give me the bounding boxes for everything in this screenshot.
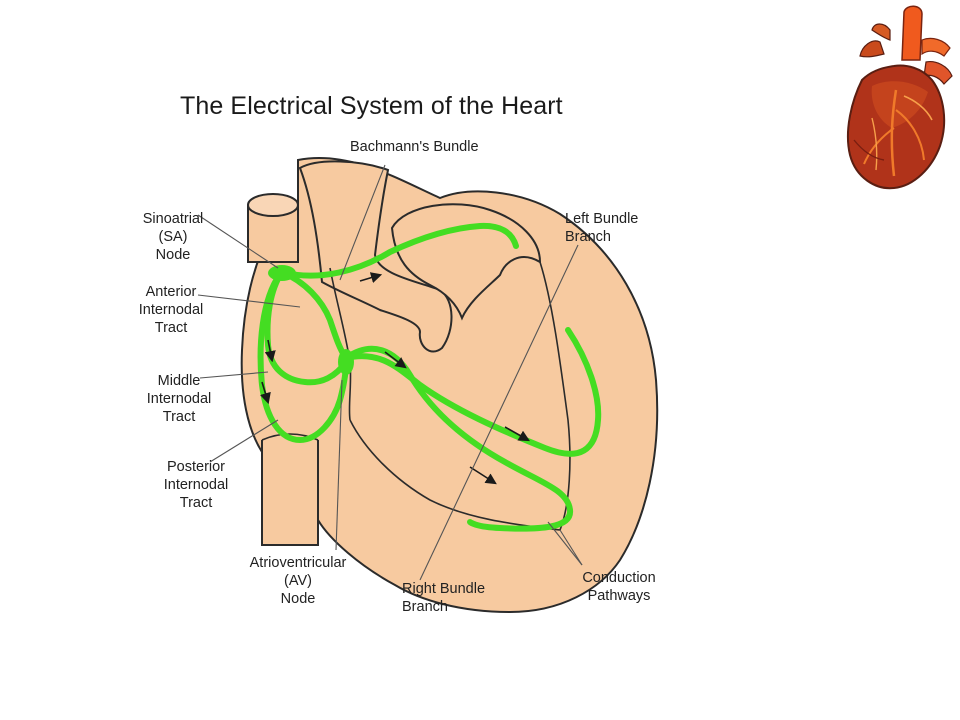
label-sa-node: Sinoatrial (SA) Node	[142, 211, 204, 263]
conduction-system	[257, 222, 602, 532]
leader-bachmann	[339, 164, 386, 281]
arrow-left-bundle	[504, 426, 530, 442]
leader-conduction-b	[559, 529, 583, 566]
vena-cava-opening	[247, 193, 299, 217]
anatomical-heart-icon	[846, 5, 953, 190]
anterior-tract-path	[279, 269, 349, 361]
leader-posterior	[209, 419, 279, 463]
label-anterior-tract: Anterior Internodal Tract	[138, 284, 204, 336]
diagram-title: The Electrical System of the Heart	[180, 92, 563, 120]
leader-middle	[199, 371, 269, 379]
arrow-middle	[260, 381, 271, 405]
label-middle-tract: Middle Internodal Tract	[146, 373, 212, 425]
leader-av	[335, 379, 343, 551]
arrow-right-bundle	[469, 466, 497, 485]
leader-lines	[197, 164, 583, 581]
sa-node-shape	[268, 265, 296, 281]
bachmanns-bundle-path	[279, 222, 519, 279]
leader-right-bundle	[419, 244, 579, 581]
leader-conduction-a	[547, 521, 583, 566]
arrow-bachmann	[359, 272, 383, 283]
label-left-bundle: Left Bundle Branch	[565, 211, 639, 245]
leader-anterior	[197, 294, 301, 308]
aorta	[298, 160, 453, 353]
arrow-his	[384, 351, 407, 369]
ventricle-line	[349, 419, 561, 531]
conduction-arrows	[260, 272, 530, 485]
label-av-node: Atrioventricular (AV) Node	[249, 555, 347, 607]
inferior-vena-cava	[261, 440, 319, 546]
av-node-shape	[338, 349, 354, 375]
label-right-bundle: Right Bundle Branch	[402, 581, 486, 615]
label-conduction-pathways: Conduction Pathways	[582, 570, 656, 604]
label-posterior-tract: Posterior Internodal Tract	[163, 459, 229, 511]
leader-sa	[197, 214, 279, 269]
label-bachmanns-bundle: Bachmann's Bundle	[350, 139, 479, 155]
arrow-anterior	[264, 339, 276, 363]
left-bundle-path	[343, 327, 602, 457]
